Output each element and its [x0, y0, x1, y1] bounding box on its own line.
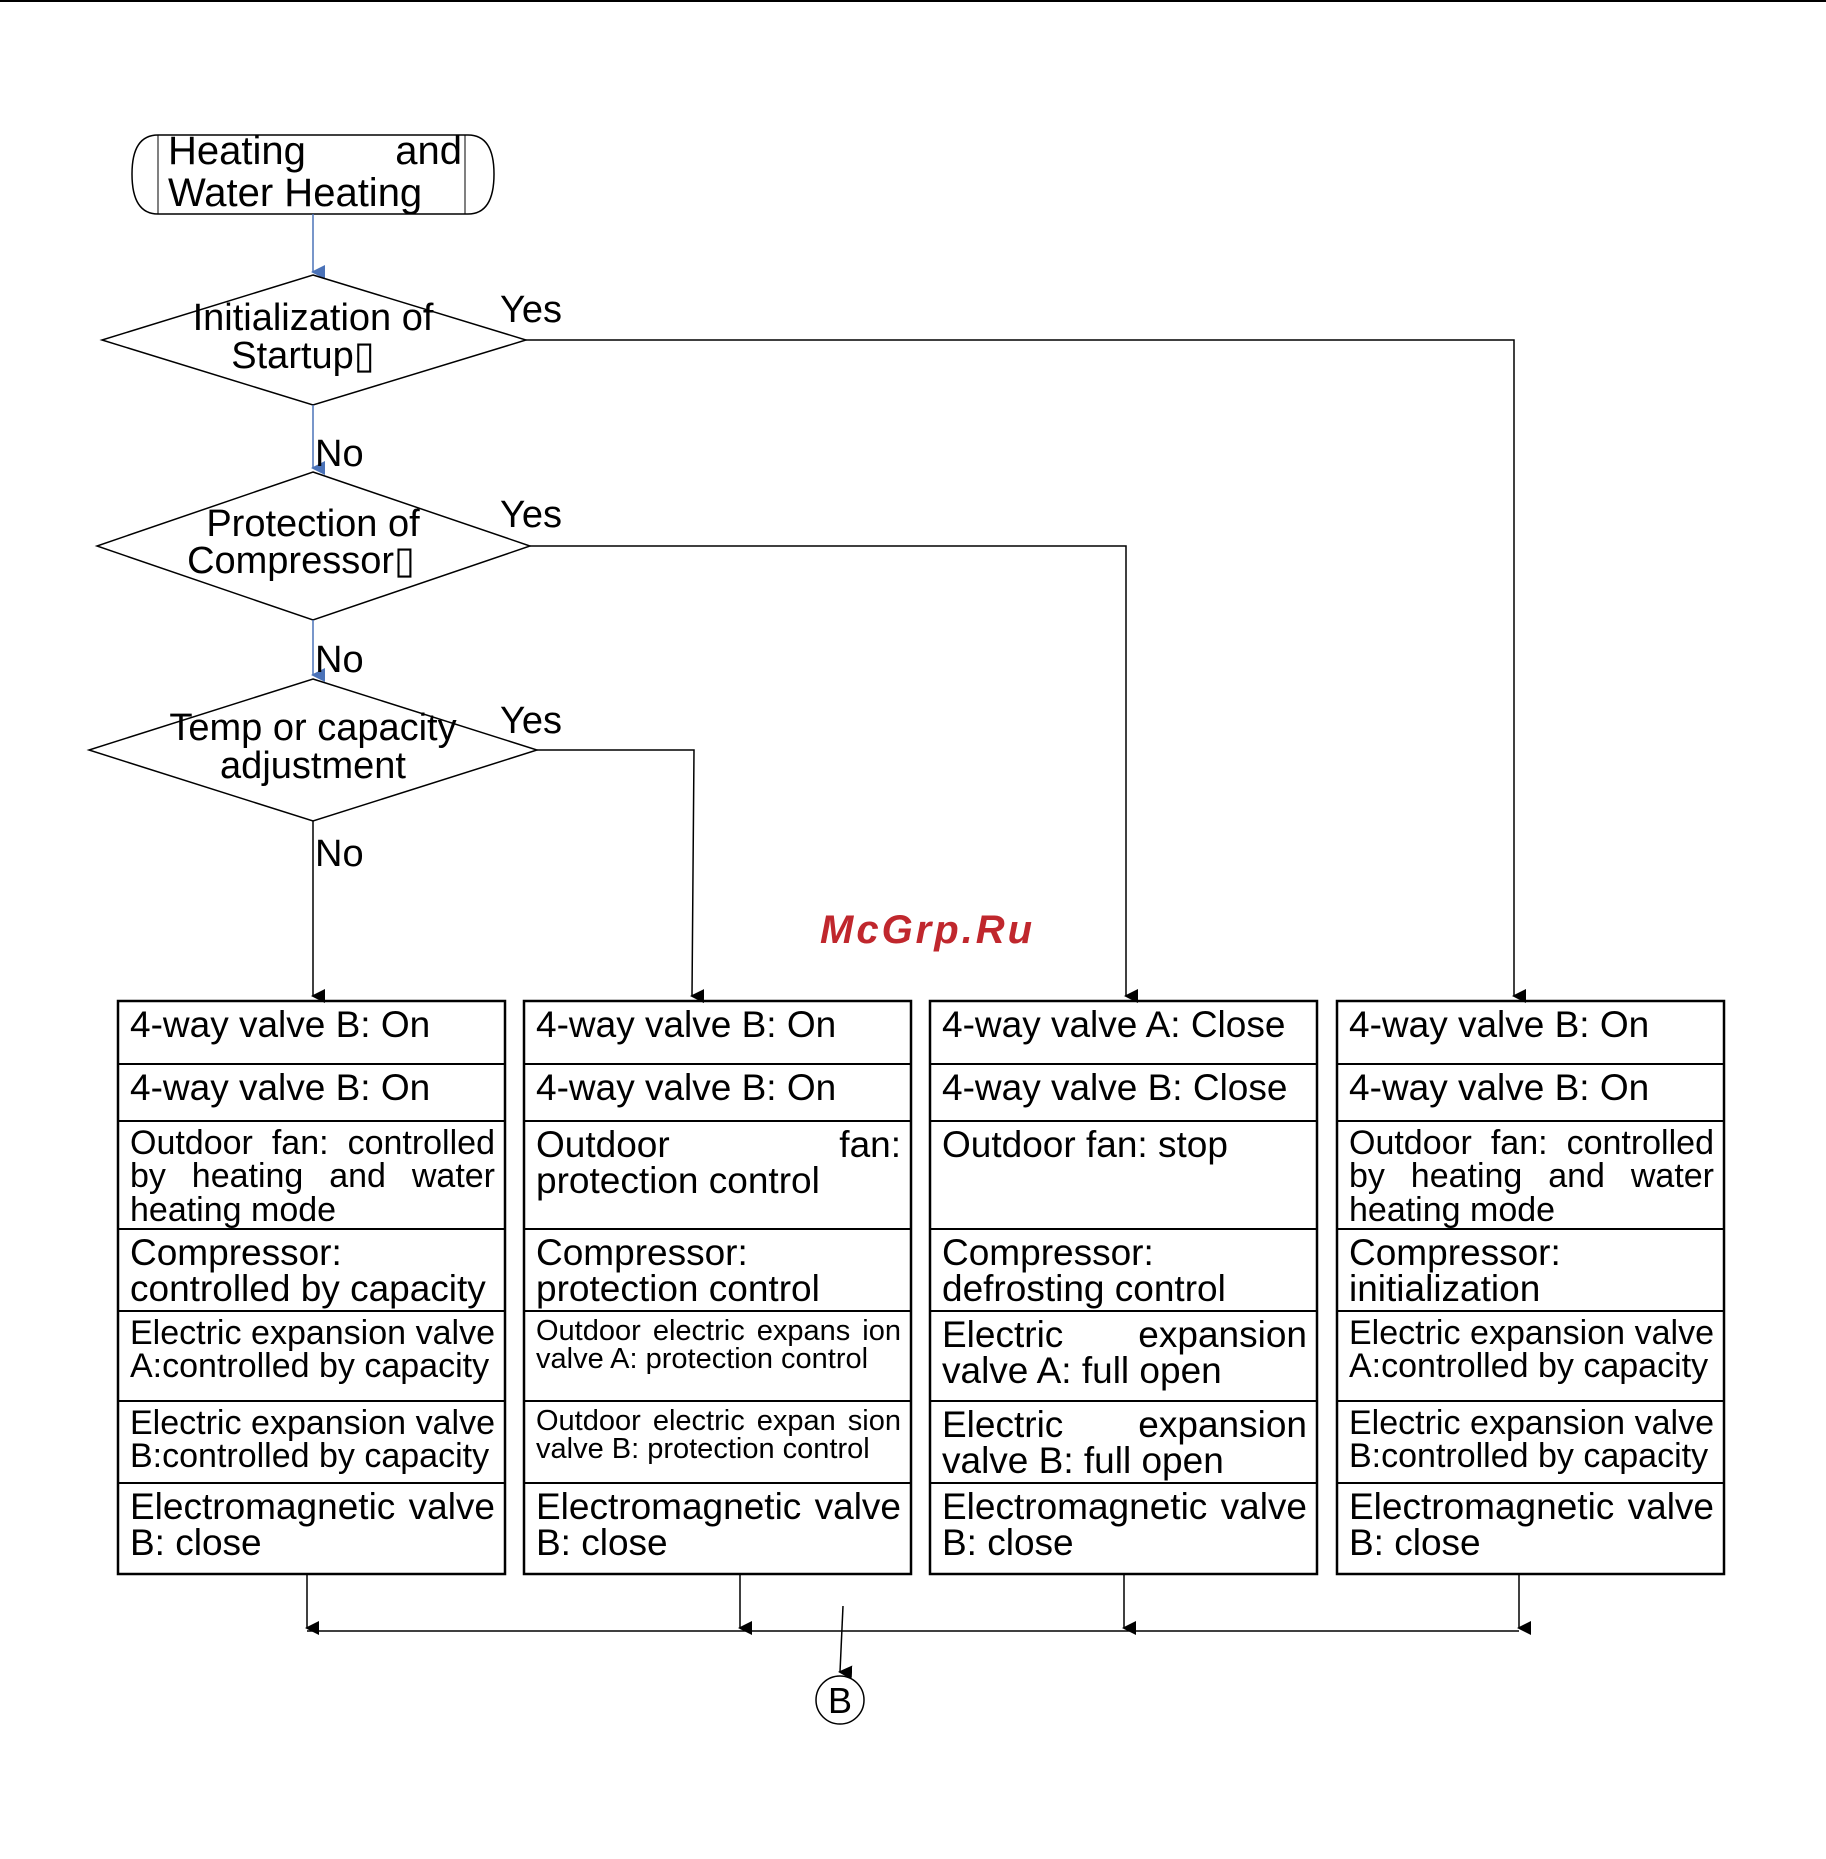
- table-2-row-1: 4-way valve B: On: [536, 1004, 837, 1045]
- table-1-row-3: Outdoor fan: controlled by heating and w…: [130, 1124, 495, 1229]
- decision-1-line2: Startup▯: [231, 335, 374, 377]
- decision-3-yes: Yes: [500, 700, 562, 742]
- action-table-2: [522, 999, 913, 1576]
- table-4-row-5: Electric expansion valve A:controlled by…: [1349, 1314, 1714, 1386]
- table-4-row-4: Compressor: initialization: [1349, 1232, 1561, 1309]
- table-3-row-6: Electric expansion valve B: full open: [942, 1404, 1307, 1481]
- action-table-1: [116, 999, 507, 1576]
- table-3-row-7: Electromagnetic valve B: close: [942, 1486, 1307, 1563]
- start-terminal-label: Heating and Water Heating: [168, 130, 462, 214]
- decision-2-line1: Protection of: [206, 503, 420, 545]
- flow-yes-temp: [537, 749, 705, 1004]
- table-1-row-4: Compressor: controlled by capacity: [130, 1232, 486, 1309]
- action-table-4: [1335, 999, 1726, 1576]
- table-1-row-5: Electric expansion valve A:controlled by…: [130, 1314, 495, 1386]
- table-2-row-6: Outdoor electric expan sion valve B: pro…: [536, 1405, 901, 1466]
- table-4-row-7: Electromagnetic valve B: close: [1349, 1486, 1714, 1563]
- flow-arrow-to-connector: [838, 1605, 853, 1680]
- table-3-row-1: 4-way valve A: Close: [942, 1004, 1286, 1045]
- decision-3-no: No: [315, 833, 364, 875]
- table-1-row-6: Electric expansion valve B:controlled by…: [130, 1404, 495, 1476]
- table-4-row-3: Outdoor fan: controlled by heating and w…: [1349, 1124, 1714, 1229]
- action-tables: [116, 999, 1726, 1576]
- start-terminal: [131, 134, 495, 215]
- connector-b: [815, 1675, 865, 1725]
- decision-1-no: No: [315, 433, 364, 475]
- table-3-row-4: Compressor: defrosting control: [942, 1232, 1226, 1309]
- table-1-row-1: 4-way valve B: On: [130, 1004, 431, 1045]
- table-4-row-2: 4-way valve B: On: [1349, 1067, 1650, 1108]
- table-3-row-2: 4-way valve B: Close: [942, 1067, 1288, 1108]
- decision-3-line1: Temp or capacity: [169, 707, 456, 749]
- table-2-row-2: 4-way valve B: On: [536, 1067, 837, 1108]
- table-3-row-5: Electric expansion valve A: full open: [942, 1314, 1307, 1391]
- decision-2-yes: Yes: [500, 494, 562, 536]
- start-terminal-line2: Water Heating: [168, 171, 423, 215]
- decision-2-line2: Compressor▯: [187, 540, 415, 582]
- flow-yes-initialization: [526, 339, 1526, 1003]
- decision-1-line1: Initialization of: [193, 297, 434, 339]
- connector-label: B: [828, 1680, 852, 1721]
- flow-yes-protection: [530, 545, 1138, 1003]
- table-4-row-6: Electric expansion valve B:controlled by…: [1349, 1404, 1714, 1476]
- start-terminal-line1: Heating and: [168, 129, 462, 173]
- table-3-row-3: Outdoor fan: stop: [942, 1124, 1228, 1165]
- table-2-row-5: Outdoor electric expans ion valve A: pro…: [536, 1315, 901, 1376]
- decision-2-no: No: [315, 639, 364, 681]
- table-2-row-3: Outdoor fan: protection control: [536, 1124, 901, 1201]
- table-2-row-4: Compressor: protection control: [536, 1232, 820, 1309]
- table-1-row-2: 4-way valve B: On: [130, 1067, 431, 1108]
- table-1-row-7: Electromagnetic valve B: close: [130, 1486, 495, 1563]
- table-2-row-7: Electromagnetic valve B: close: [536, 1486, 901, 1563]
- watermark: McGrp.Ru: [820, 908, 1036, 952]
- decision-1-yes: Yes: [500, 289, 562, 331]
- table-4-row-1: 4-way valve B: On: [1349, 1004, 1650, 1045]
- decision-3-line2: adjustment: [220, 745, 406, 787]
